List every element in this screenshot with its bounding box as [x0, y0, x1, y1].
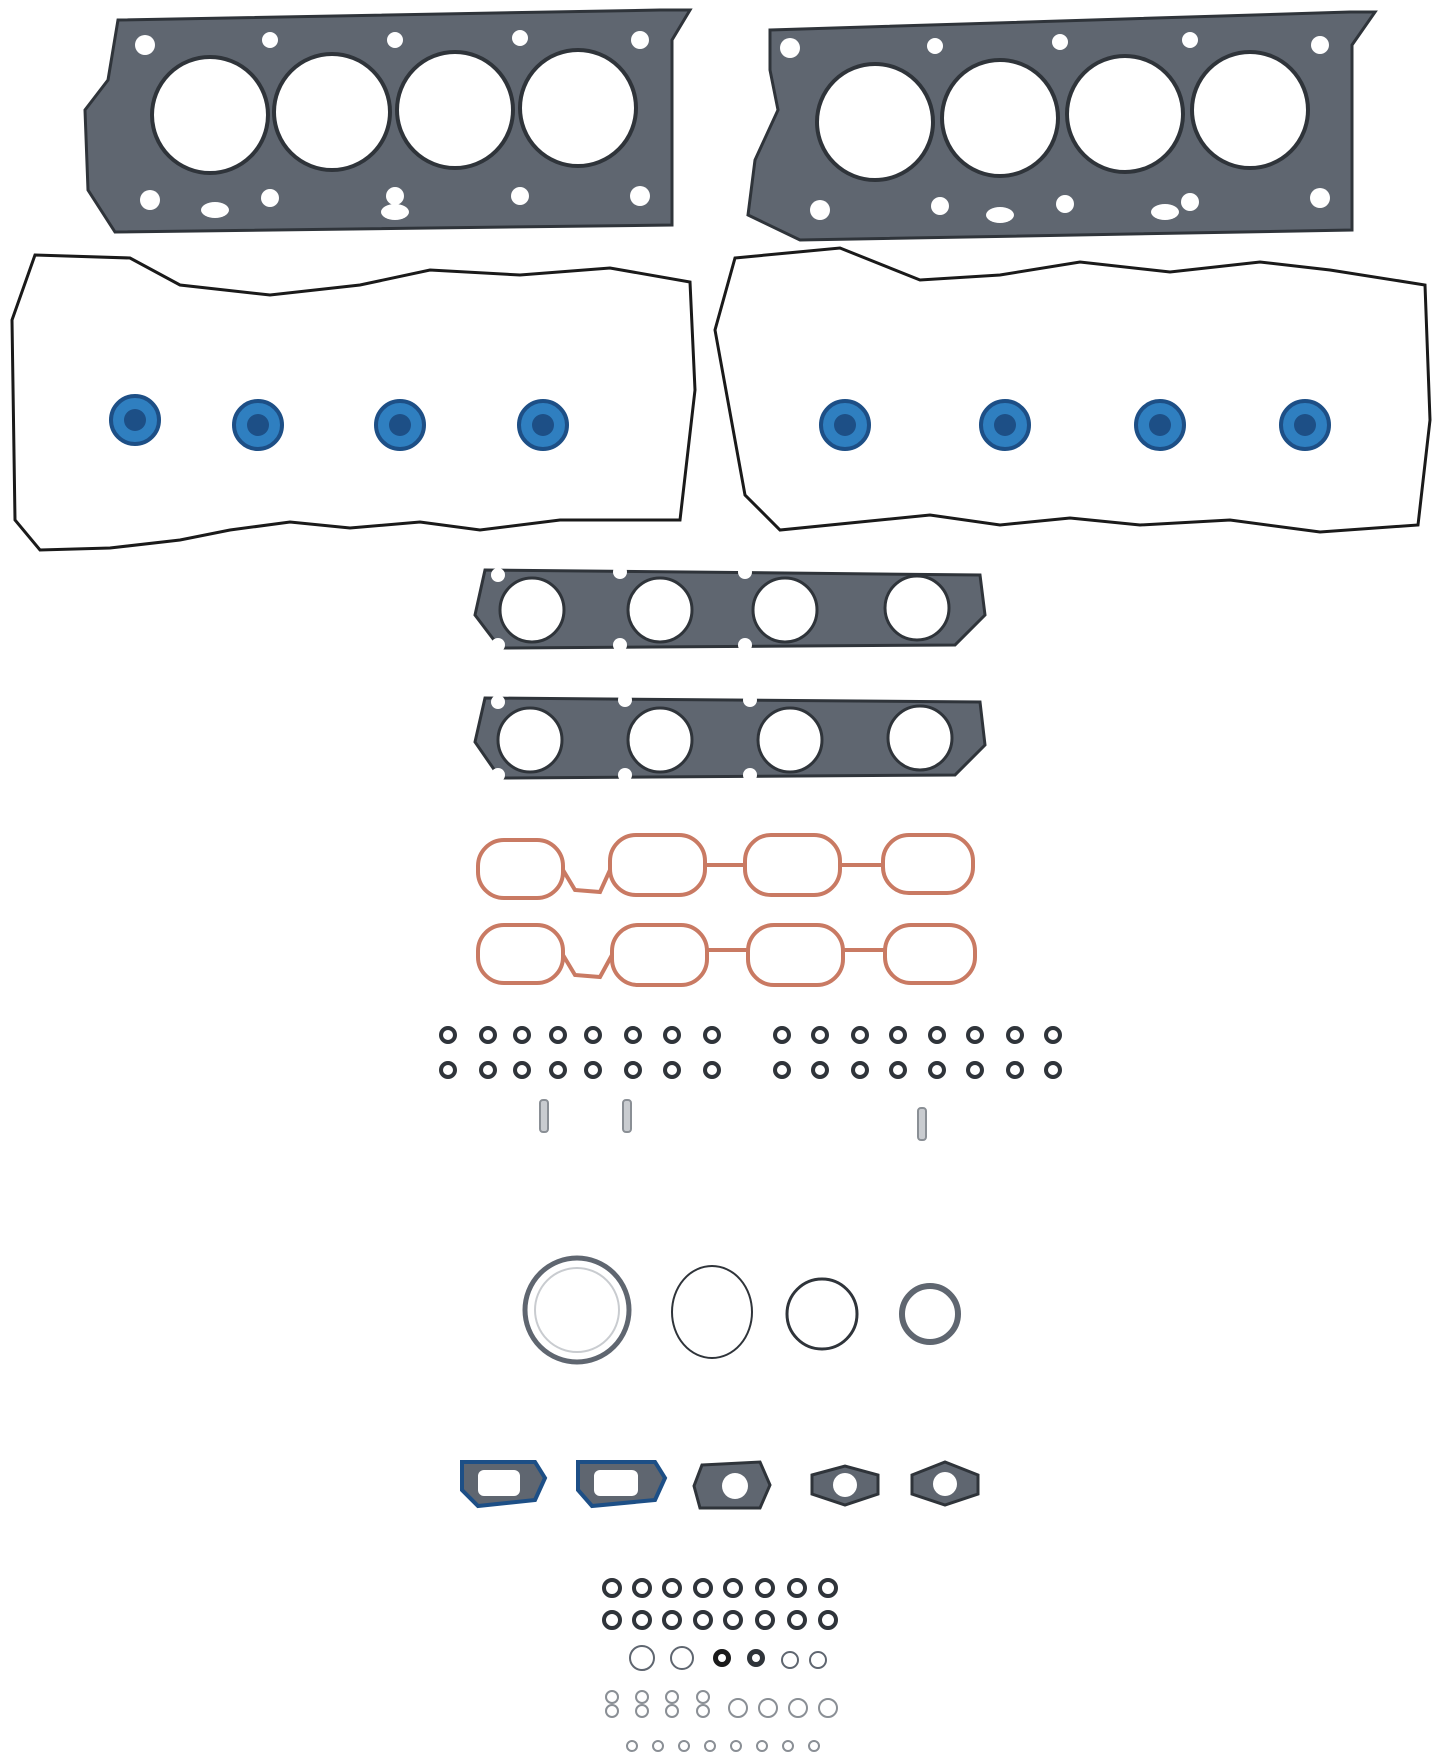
round-seals [522, 1255, 961, 1365]
tiny-o-rings [605, 1690, 838, 1752]
valve-stem-seals [439, 1026, 1062, 1079]
exhaust-manifold-gasket-lower [473, 693, 987, 782]
valve-cover-gasket-right [713, 246, 1432, 534]
cylinder-head-gasket-right [746, 10, 1378, 242]
intake-manifold-gasket-lower [476, 923, 977, 987]
medium-o-rings [629, 1645, 827, 1671]
thermostat-and-egr-gaskets [460, 1460, 980, 1510]
washers [713, 1649, 765, 1667]
valve-cover-gasket-left [10, 253, 697, 552]
spark-plug-tube-seals [109, 394, 1331, 451]
small-o-rings [602, 1578, 838, 1630]
spring-clips [539, 1099, 927, 1141]
intake-manifold-gasket-upper [476, 833, 975, 900]
cylinder-head-gasket-left [83, 8, 693, 234]
exhaust-manifold-gasket-upper [473, 565, 987, 652]
